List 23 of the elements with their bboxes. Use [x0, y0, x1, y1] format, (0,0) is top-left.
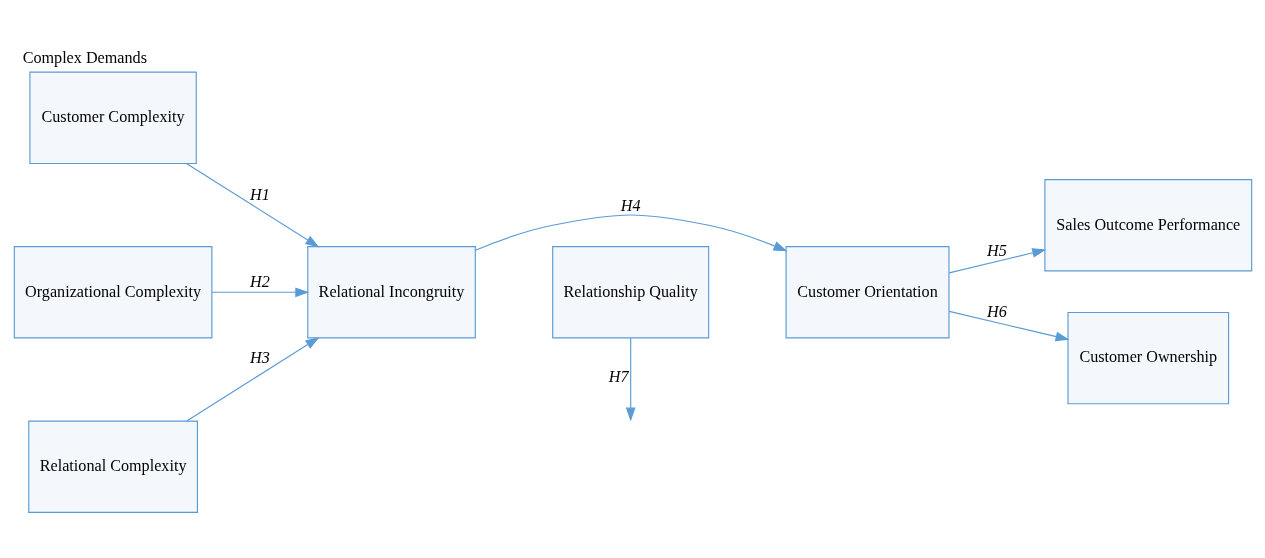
arrow — [185, 337, 319, 422]
edge-label: H5 — [986, 241, 1007, 259]
arrow — [185, 163, 319, 248]
arrow — [948, 248, 1046, 274]
edge-label: H4 — [620, 196, 641, 214]
node-box: Sales Outcome Performance — [1043, 179, 1252, 272]
edge-label: H3 — [249, 348, 270, 366]
edge-label: H2 — [249, 272, 270, 290]
diagram-title: Complex Demands — [22, 49, 147, 67]
arrow — [948, 310, 1069, 342]
arrow — [625, 337, 636, 422]
node-box: Customer Complexity — [28, 71, 197, 165]
arrow — [210, 287, 309, 298]
node-box: Relational Incongruity — [306, 246, 476, 339]
arrow — [474, 214, 787, 252]
node-box: Organizational Complexity — [13, 246, 212, 339]
node-box: Relational Complexity — [27, 420, 198, 513]
edge-label: H7 — [608, 368, 628, 386]
node-box: Customer Ownership — [1066, 311, 1229, 405]
node-box: Relationship Quality — [551, 246, 709, 339]
edge-label: H6 — [986, 302, 1007, 320]
edge-label: H1 — [249, 186, 270, 204]
node-box: Customer Orientation — [785, 246, 950, 339]
